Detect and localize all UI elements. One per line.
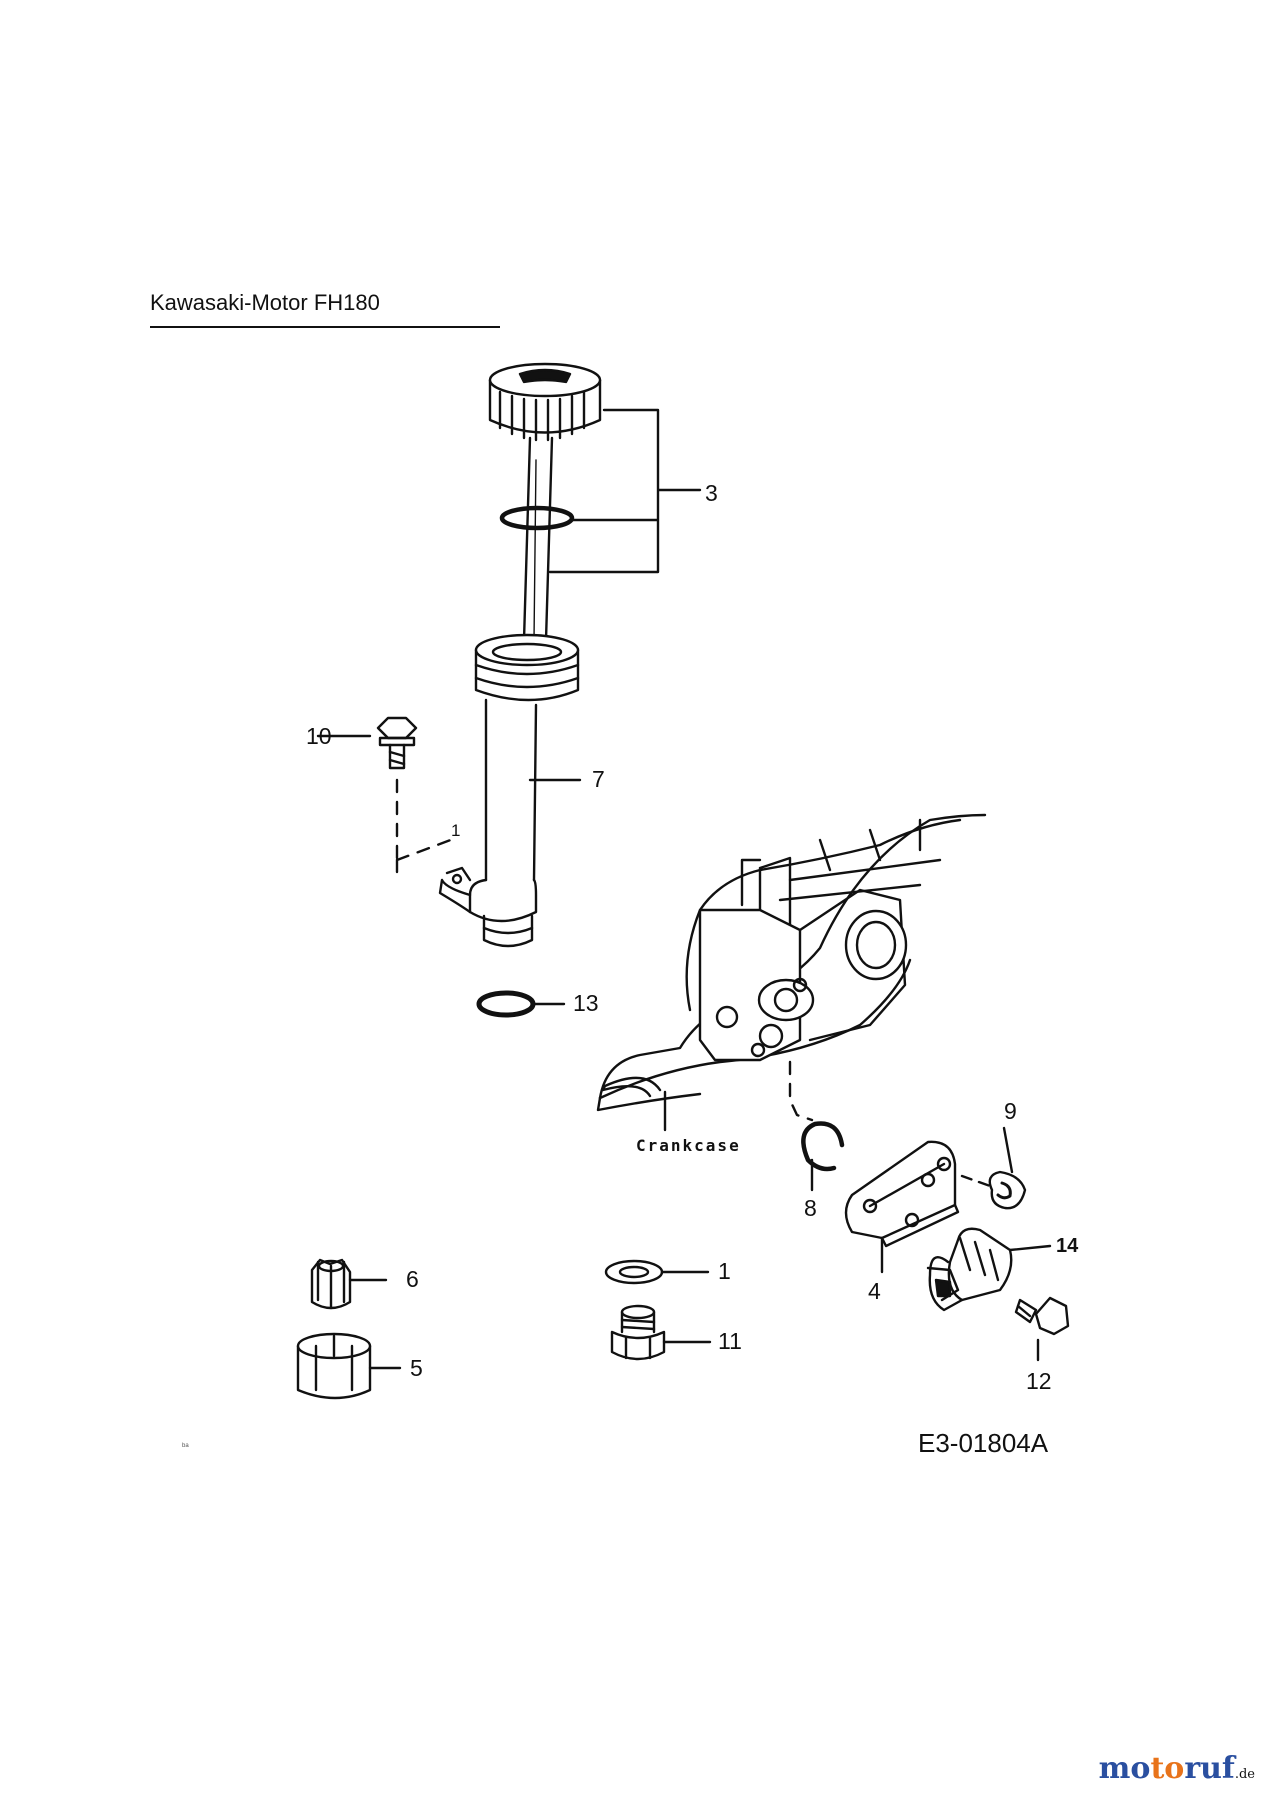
label-9: 9	[1004, 1098, 1017, 1124]
label-6: 6	[406, 1266, 419, 1292]
label-14: 14	[1056, 1235, 1079, 1257]
logo-suffix: .de	[1234, 1767, 1255, 1782]
label-13: 13	[573, 990, 599, 1016]
label-12: 12	[1026, 1368, 1052, 1394]
label-11: 11	[718, 1328, 742, 1354]
o-ring-3	[499, 505, 575, 531]
plate-4	[844, 1140, 960, 1274]
o-ring-13	[476, 990, 536, 1018]
label-7: 7	[592, 766, 605, 792]
rotor-housing-5	[296, 1332, 402, 1400]
label-1-small: 1	[451, 821, 461, 840]
rotor-6	[310, 1258, 388, 1310]
label-8: 8	[804, 1195, 817, 1221]
bracket-3	[548, 408, 702, 574]
clip-ring-8	[801, 1121, 845, 1172]
oil-filler-tube	[438, 633, 582, 948]
bolt-10	[316, 716, 458, 874]
label-4: 4	[868, 1278, 881, 1304]
label-crankcase: Crankcase	[636, 1136, 741, 1155]
label-3: 3	[705, 480, 718, 506]
breather-14	[926, 1227, 1052, 1312]
title-underline	[150, 326, 500, 328]
label-10: 10	[306, 723, 332, 749]
tiny-mark: ba	[182, 1443, 189, 1449]
washer-1	[604, 1259, 710, 1285]
label-1: 1	[718, 1258, 731, 1284]
logo-main: motoruf	[1098, 1751, 1235, 1786]
diagram-title: Kawasaki-Motor FH180	[150, 290, 380, 315]
oil-cap-dipstick	[488, 362, 602, 642]
motoruf-logo: motoruf.de	[1099, 1751, 1255, 1786]
drain-plug-11	[610, 1304, 712, 1361]
bolt-12	[1014, 1296, 1070, 1362]
drawing-code: E3-01804A	[918, 1428, 1049, 1458]
label-5: 5	[410, 1355, 423, 1381]
crankcase	[596, 813, 987, 1132]
bolt-9	[960, 1126, 1027, 1210]
